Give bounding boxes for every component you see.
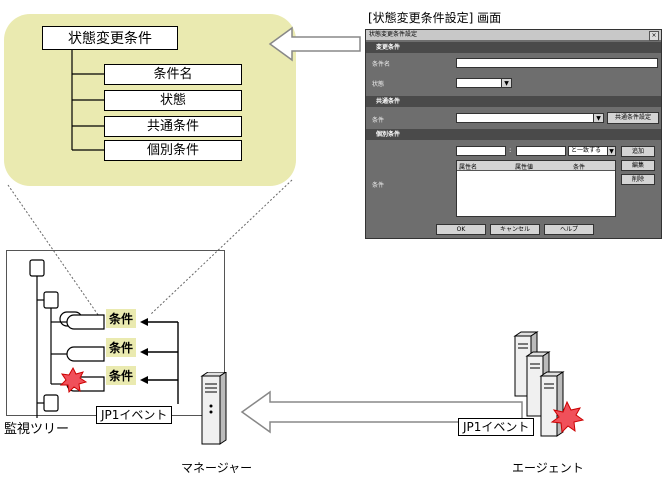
column-attribute-value: 属性値 <box>515 164 534 171</box>
tree-root-node: 状態変更条件 <box>42 26 178 50</box>
manager-server-icon <box>200 372 227 445</box>
jp1-event-label-manager: JP1イベント <box>96 406 173 424</box>
match-select[interactable]: と一致する ▼ <box>568 146 616 156</box>
edit-button[interactable]: 編集 <box>621 160 655 171</box>
value-input[interactable] <box>516 146 566 156</box>
ok-button[interactable]: OK <box>436 224 486 235</box>
list-header <box>457 161 615 171</box>
alert-burst-icon <box>550 400 585 434</box>
agent-label: エージェント <box>512 461 584 475</box>
chevron-down-icon: ▼ <box>607 147 615 155</box>
chevron-down-icon: ▼ <box>501 79 511 87</box>
column-attribute-name: 属性名 <box>459 164 478 171</box>
column-condition: 条件 <box>573 164 586 171</box>
tree-node-common-condition: 共通条件 <box>104 116 242 137</box>
condition-list[interactable]: 属性名 属性値 条件 <box>456 160 616 217</box>
screen-title: [状態変更条件設定] 画面 <box>368 11 502 25</box>
common-condition-button[interactable]: 共通条件設定 <box>607 112 659 124</box>
label-state: 状態 <box>372 81 385 88</box>
label-common-condition: 条件 <box>372 117 385 124</box>
add-button[interactable]: 追加 <box>621 146 655 157</box>
common-condition-select[interactable]: ▼ <box>456 113 604 123</box>
condition-dialog: 状態変更条件設定 × 変更条件 条件名 状態 ▼ 共通条件 条件 ▼ 共通条件設… <box>365 29 662 239</box>
section-common: 共通条件 <box>366 96 661 107</box>
arrow-left-icon <box>268 26 361 62</box>
cancel-button[interactable]: キャンセル <box>490 224 540 235</box>
jp1-event-label-agent: JP1イベント <box>458 418 535 436</box>
section-change: 変更条件 <box>366 42 661 53</box>
tree-connectors <box>71 50 104 151</box>
monitor-tree-label: 監視ツリー <box>4 422 70 437</box>
condition-badge: 条件 <box>106 338 137 357</box>
tree-node-condition-name: 条件名 <box>104 64 242 85</box>
agent-server-icons <box>513 331 585 437</box>
chevron-down-icon: ▼ <box>593 114 603 122</box>
manager-label: マネージャー <box>181 461 253 475</box>
close-icon[interactable]: × <box>649 31 659 41</box>
tree-node-individual-condition: 個別条件 <box>104 140 242 161</box>
condition-badge: 条件 <box>106 309 137 328</box>
dialog-title: 状態変更条件設定 <box>366 30 661 40</box>
help-button[interactable]: ヘルプ <box>544 224 594 235</box>
state-select[interactable]: ▼ <box>456 78 512 88</box>
label-individual-condition: 条件 <box>372 182 385 189</box>
alert-burst-icon <box>59 366 88 394</box>
section-individual: 個別条件 <box>366 129 661 140</box>
label-condition-name: 条件名 <box>372 61 391 68</box>
event-flow-arrow <box>240 390 523 434</box>
attribute-input[interactable] <box>456 146 506 156</box>
delete-button[interactable]: 削除 <box>621 174 655 185</box>
condition-name-input[interactable] <box>456 58 658 68</box>
condition-badge: 条件 <box>106 366 137 385</box>
tree-node-state: 状態 <box>104 90 242 111</box>
match-select-value: と一致する <box>571 147 602 154</box>
monitor-tree-graphic <box>29 259 179 418</box>
